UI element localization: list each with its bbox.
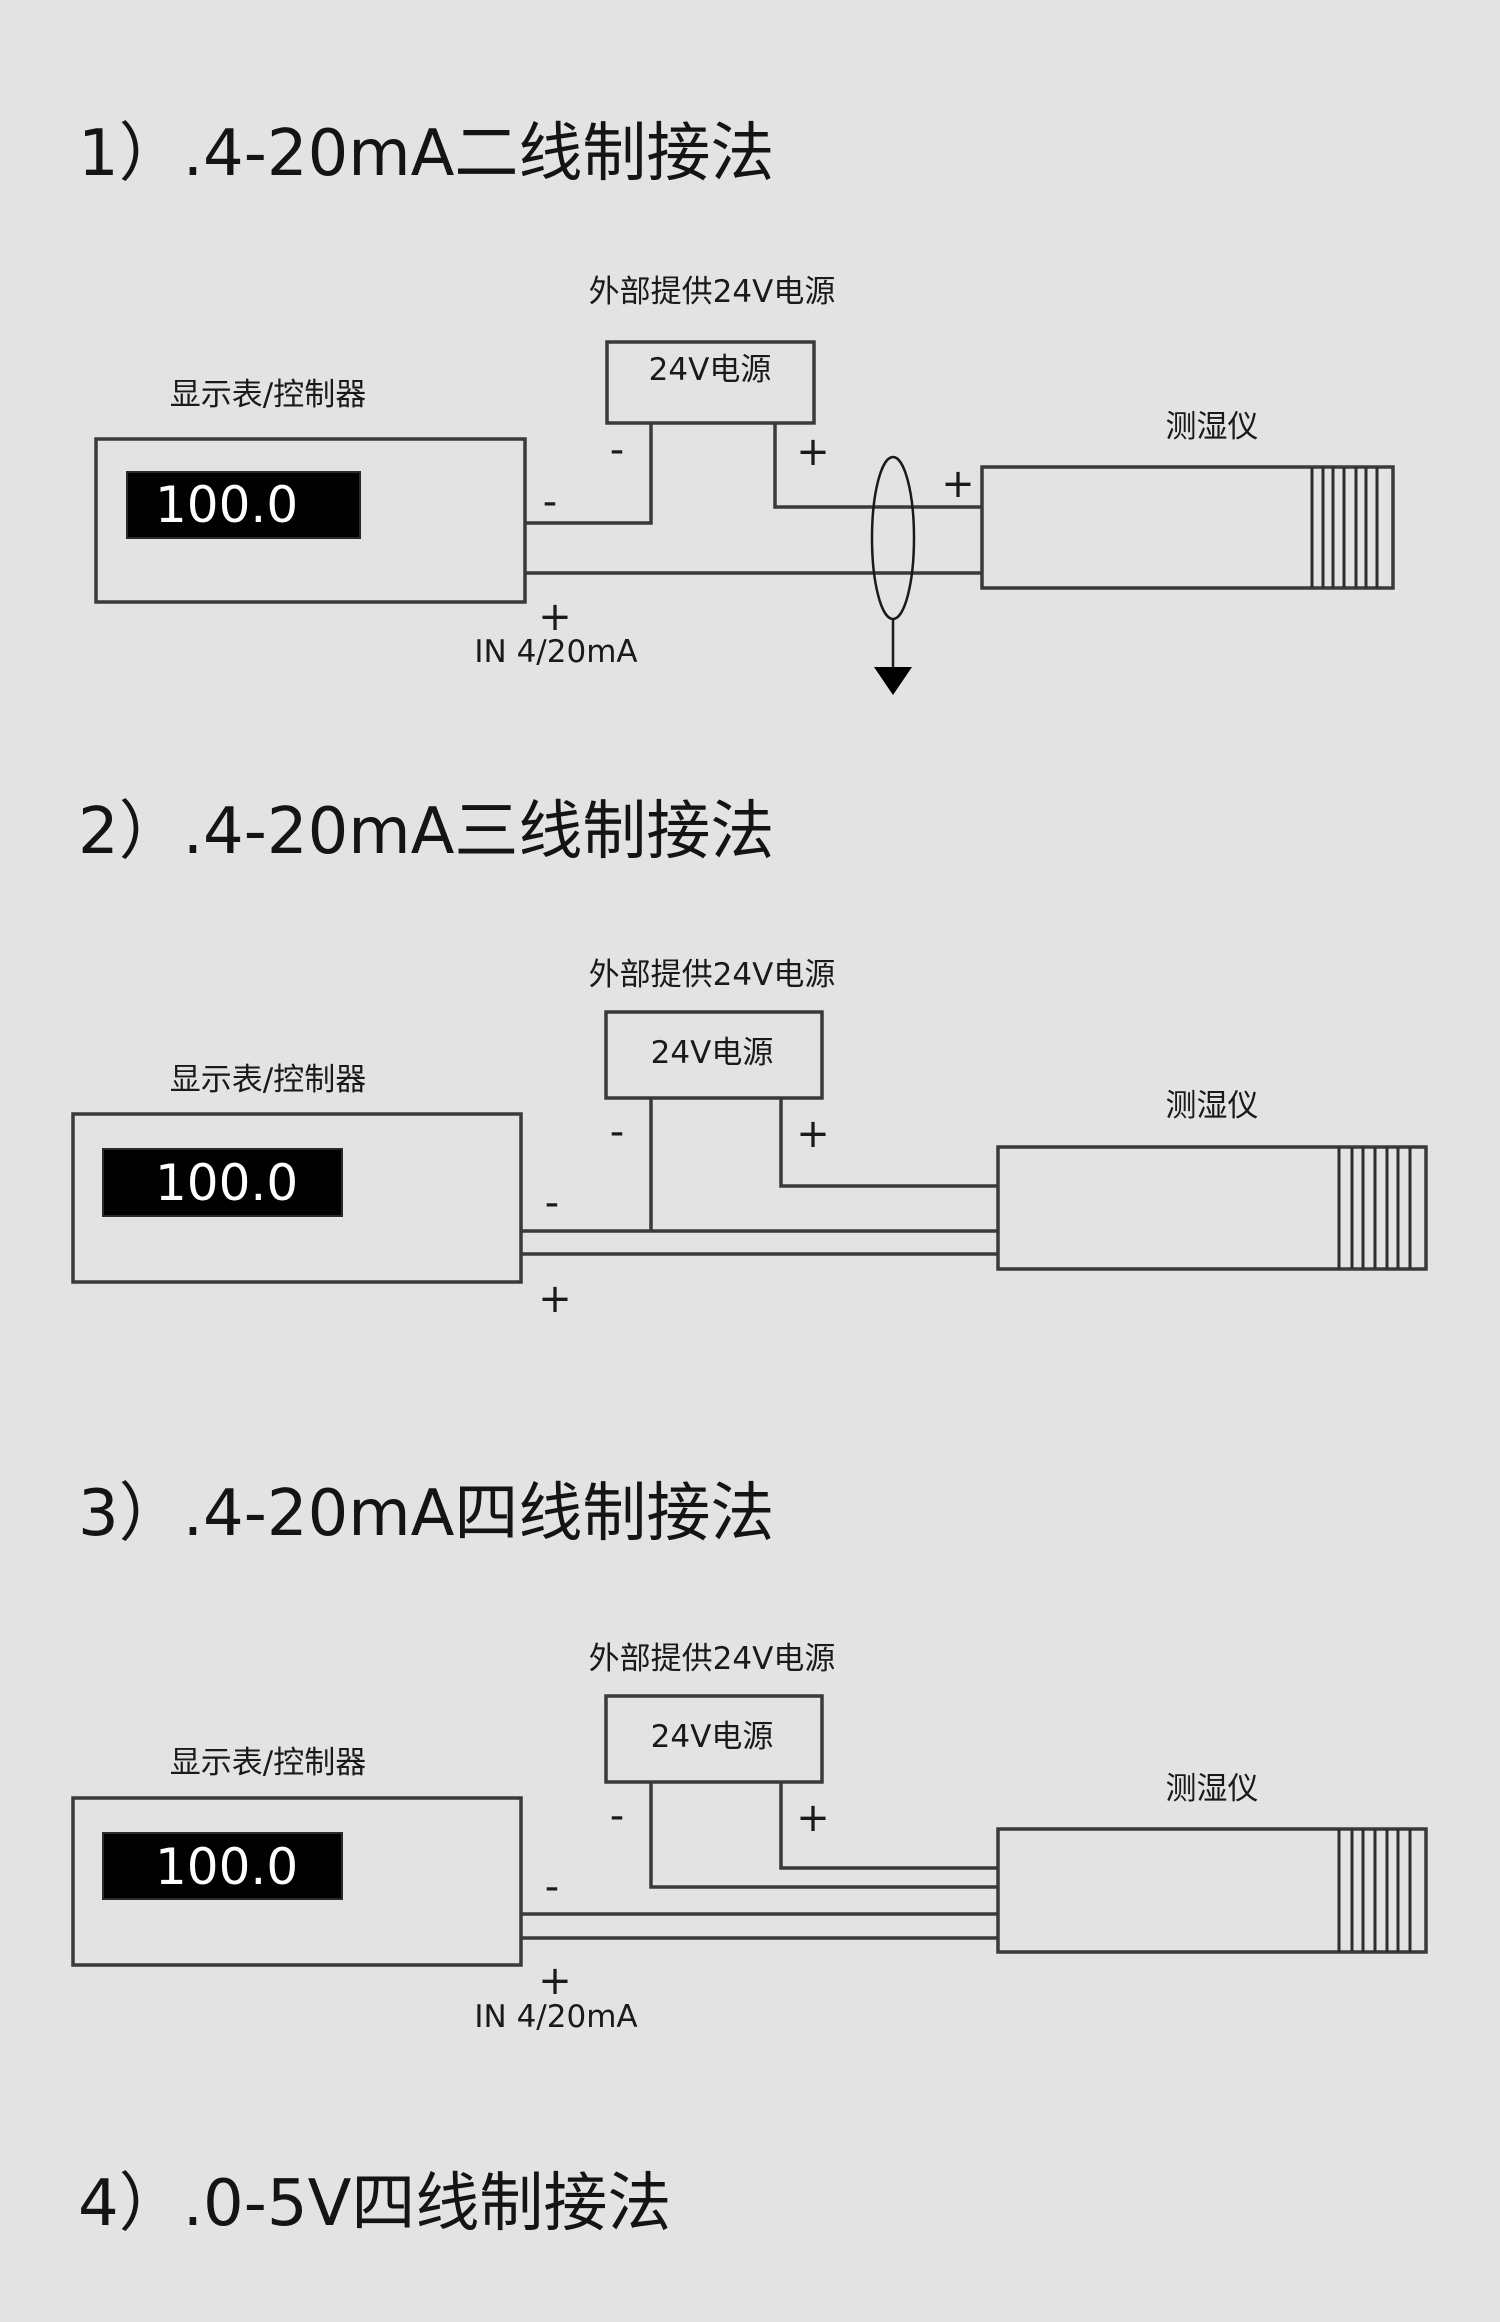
wire-positive-power-to-sensor [779,1098,998,1188]
controller-minus-sign: - [543,479,557,525]
wiring-diagram-3-wire: 外部提供24V电源 24V电源 显示表/控制器 100.0 - - + + 测湿… [71,957,1428,1322]
input-type-label: IN 4/20mA [474,1999,637,2035]
controller-label: 显示表/控制器 [170,1745,366,1781]
power-minus-sign: - [610,1109,624,1155]
controller-label: 显示表/控制器 [170,1062,366,1098]
power-caption: 外部提供24V电源 [589,957,836,993]
wiring-diagram-2-wire: 外部提供24V电源 24V电源 显示表/控制器 100.0 - - + + + … [94,274,1395,695]
humidity-sensor-box [996,1827,1428,1954]
section-2-heading: 2）.4-20mA三线制接法 [78,795,775,869]
display-value: 100.0 [155,1838,298,1896]
power-box-label: 24V电源 [649,352,772,388]
sensor-label: 测湿仪 [1166,409,1259,445]
power-supply-box [605,340,816,425]
wire-negative-to-power [525,423,653,525]
display-screen [102,1832,343,1900]
power-caption: 外部提供24V电源 [589,1641,836,1677]
sensor-label: 测湿仪 [1166,1771,1259,1807]
input-type-label: IN 4/20mA [474,634,637,670]
power-box-label: 24V电源 [651,1035,774,1071]
power-supply-box [604,1694,824,1784]
controller-plus-sign: + [538,1958,572,2004]
power-plus-sign: + [796,429,830,475]
humidity-sensor-box [996,1145,1428,1271]
wire-negative-power-to-sensor [649,1782,998,1889]
sensor-vent-grille [1337,1829,1412,1952]
wiring-diagram-4-wire: 外部提供24V电源 24V电源 显示表/控制器 100.0 - - + + IN… [71,1641,1428,2035]
section-3-heading: 3）.4-20mA四线制接法 [78,1477,775,1551]
controller-minus-sign: - [545,1180,559,1226]
section-4-heading: 4）.0-5V四线制接法 [78,2167,672,2241]
sensor-vent-grille [1337,1147,1412,1269]
wire-positive-power-to-sensor [779,1782,998,1870]
power-minus-sign: - [610,427,624,473]
controller-minus-sign: - [545,1864,559,1910]
display-screen [126,471,361,539]
display-value: 100.0 [155,1154,298,1212]
controller-plus-sign: + [538,1276,572,1322]
sensor-plus-sign: + [941,461,975,507]
display-value: 100.0 [155,476,298,534]
display-screen [102,1148,343,1217]
power-caption: 外部提供24V电源 [589,274,836,310]
power-plus-sign: + [796,1795,830,1841]
section-1-heading: 1）.4-20mA二线制接法 [78,117,775,191]
sensor-vent-grille [1310,467,1379,588]
power-minus-sign: - [610,1793,624,1839]
controller-plus-sign: + [538,594,572,640]
power-supply-box [604,1010,824,1100]
power-plus-sign: + [796,1111,830,1157]
ground-icon [874,667,912,695]
sensor-label: 测湿仪 [1166,1088,1259,1124]
power-box-label: 24V电源 [651,1719,774,1755]
controller-label: 显示表/控制器 [170,377,366,413]
